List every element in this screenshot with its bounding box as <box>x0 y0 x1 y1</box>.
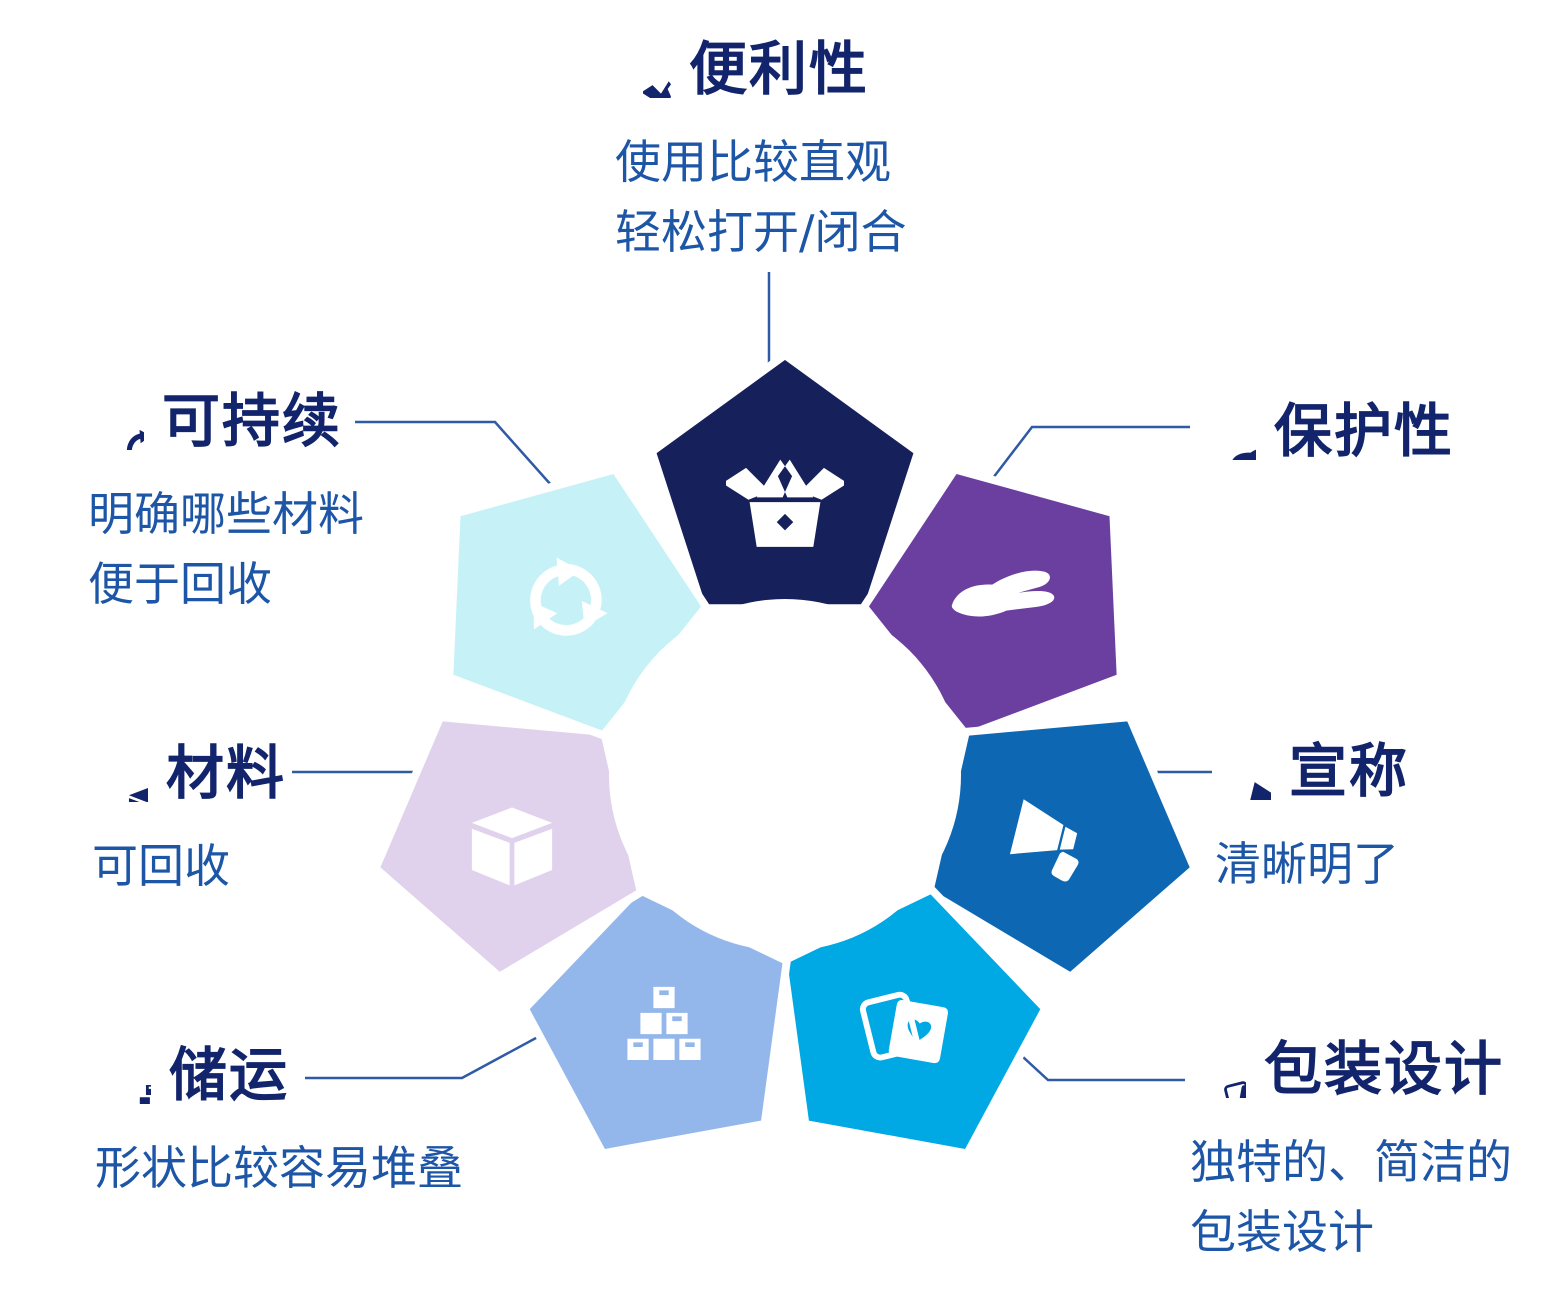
petal-convenience <box>647 350 923 613</box>
label-sustainability: 可持续 明确哪些材料 便于回收 <box>88 387 364 620</box>
label-material: 材料 可回收 <box>92 739 287 902</box>
megaphone-icon <box>1215 744 1271 800</box>
label-title-protection: 保护性 <box>1274 397 1455 465</box>
recycle-icon <box>88 394 144 450</box>
label-title-material: 材料 <box>166 739 287 807</box>
label-title-claim: 宣称 <box>1289 737 1410 805</box>
label-desc-packaging: 独特的、简洁的 包装设计 <box>1190 1134 1512 1259</box>
label-desc-material: 可回收 <box>92 838 230 893</box>
label-title-packaging: 包装设计 <box>1264 1035 1505 1103</box>
label-desc-convenience: 使用比较直观 轻松打开/闭合 <box>615 134 907 259</box>
connector-protection <box>979 425 1190 496</box>
label-packaging-design: 包装设计 独特的、简洁的 包装设计 <box>1190 1035 1512 1268</box>
label-title-convenience: 便利性 <box>689 35 870 103</box>
label-claim: 宣称 清晰明了 <box>1215 737 1410 900</box>
label-title-storage: 储运 <box>169 1041 290 1109</box>
label-storage-transport: 储运 形状比较容易堆叠 <box>95 1041 463 1204</box>
label-desc-sustainability: 明确哪些材料 便于回收 <box>88 486 364 611</box>
label-convenience: 便利性 使用比较直观 轻松打开/闭合 <box>615 35 907 268</box>
open-box-icon <box>615 42 671 98</box>
label-desc-storage: 形状比较容易堆叠 <box>95 1140 463 1195</box>
label-desc-claim: 清晰明了 <box>1215 836 1399 891</box>
stacked-boxes-icon <box>95 1048 151 1104</box>
photos-icon <box>1190 1042 1246 1098</box>
hand-icon <box>1200 404 1256 460</box>
center-circle <box>609 599 961 951</box>
connector-storage <box>305 1023 561 1080</box>
label-title-sustainability: 可持续 <box>162 387 343 455</box>
closed-box-icon <box>92 746 148 802</box>
connector-sustainability <box>355 420 561 496</box>
label-protection: 保护性 <box>1200 397 1455 465</box>
